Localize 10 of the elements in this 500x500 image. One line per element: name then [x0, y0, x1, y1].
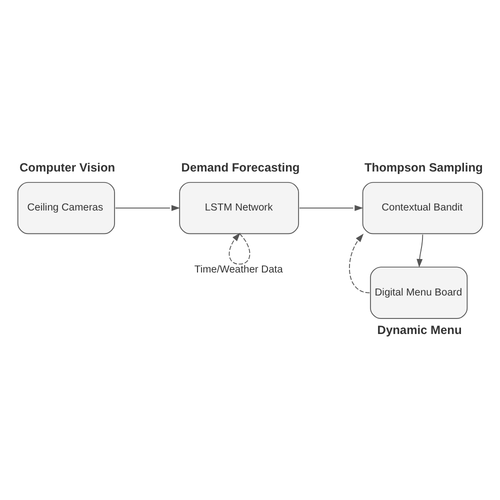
- arrow: [299, 205, 364, 212]
- node-label: Demand Forecasting: [181, 160, 300, 174]
- arrow: [228, 232, 250, 265]
- edge-label: Time/Weather Data: [194, 264, 283, 276]
- arrow: [349, 234, 370, 294]
- node-label: Dynamic Menu: [377, 323, 462, 338]
- arrow: [416, 234, 424, 268]
- node-label: Computer Vision: [20, 160, 116, 174]
- arrow: [114, 205, 180, 212]
- node-label: Thompson Sampling: [364, 160, 483, 174]
